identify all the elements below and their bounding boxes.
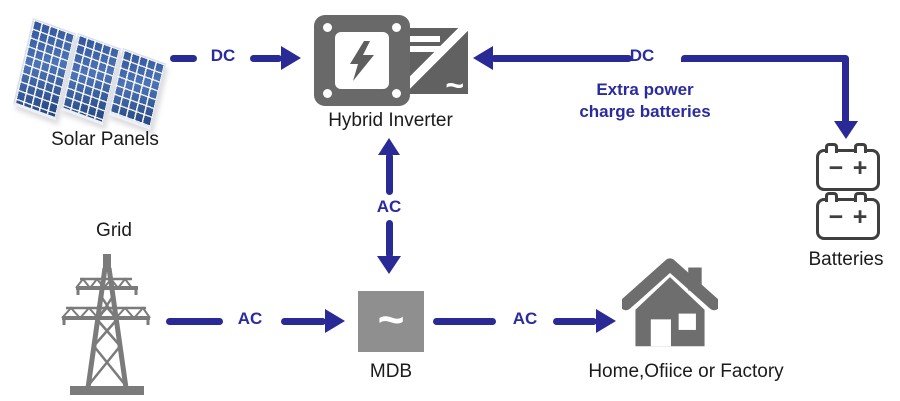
batteries-label: Batteries [808,249,884,270]
battery-terminal-icon [825,143,838,153]
solar-panels-icon [13,18,175,131]
battery-icon: − + [816,192,880,240]
dc-label-solar: DC [210,46,236,65]
ac-tilde-icon: ~ [377,292,405,345]
minus-sign: − [828,154,844,182]
ac-label-home: AC [512,309,538,328]
screw-dot-icon [323,23,332,32]
battery-terminal-icon [825,192,838,202]
ac-arrowhead-right [325,309,345,333]
extra-power-note-line2: charge batteries [579,102,711,121]
mdb-icon: ~ [358,291,424,352]
dc-wire-shaft [491,55,632,62]
dc-label-battery: DC [629,46,655,65]
solar-panels-label: Solar Panels [51,129,159,150]
dc-wire-shaft [681,55,849,62]
battery-icon: − + [816,143,880,191]
grid-label: Grid [96,220,132,241]
dc-arrowhead-right [281,46,301,70]
plus-sign: + [852,203,868,231]
dc-symbol-bar-icon [404,36,440,42]
screw-dot-icon [392,23,401,32]
plus-sign: + [852,154,868,182]
extra-power-note-line1: Extra power [596,80,694,99]
house-icon [622,258,718,347]
dc-arrowhead-left [473,46,493,70]
ac-wire-dash [433,318,496,325]
hybrid-inverter-label: Hybrid Inverter [328,110,453,131]
transmission-tower-icon [61,254,151,395]
screw-dot-icon [392,89,401,98]
ac-arrowhead-down [377,256,401,274]
ac-wire-vertical [386,220,393,258]
ac-wire-shaft [553,318,597,325]
inverter-display [335,32,389,89]
battery-terminal-icon [854,192,867,202]
extra-power-note: Extra power charge batteries [545,79,745,123]
ac-label-grid: AC [237,309,263,328]
ac-label-vertical: AC [376,197,402,216]
minus-sign: − [828,203,844,231]
home-label: Home,Ofiice or Factory [588,361,784,382]
dc-wire-dash [170,55,197,62]
ac-wire-vertical [386,153,393,195]
hybrid-inverter-icon [314,15,410,106]
screw-dot-icon [323,89,332,98]
ac-tilde-icon: ~ [445,67,464,103]
dc-wire-shaft [250,55,282,62]
dc-wire-vertical [842,56,849,126]
ac-wire-shaft [281,318,326,325]
ac-wire-dash [166,318,223,325]
mdb-label: MDB [369,361,413,382]
dc-symbol-bar-icon [404,46,440,52]
dc-arrowhead-down [834,121,858,139]
lightning-bolt-icon [350,40,374,81]
ac-arrowhead-right [596,309,616,333]
ac-arrowhead-up [378,138,400,155]
battery-terminal-icon [854,143,867,153]
